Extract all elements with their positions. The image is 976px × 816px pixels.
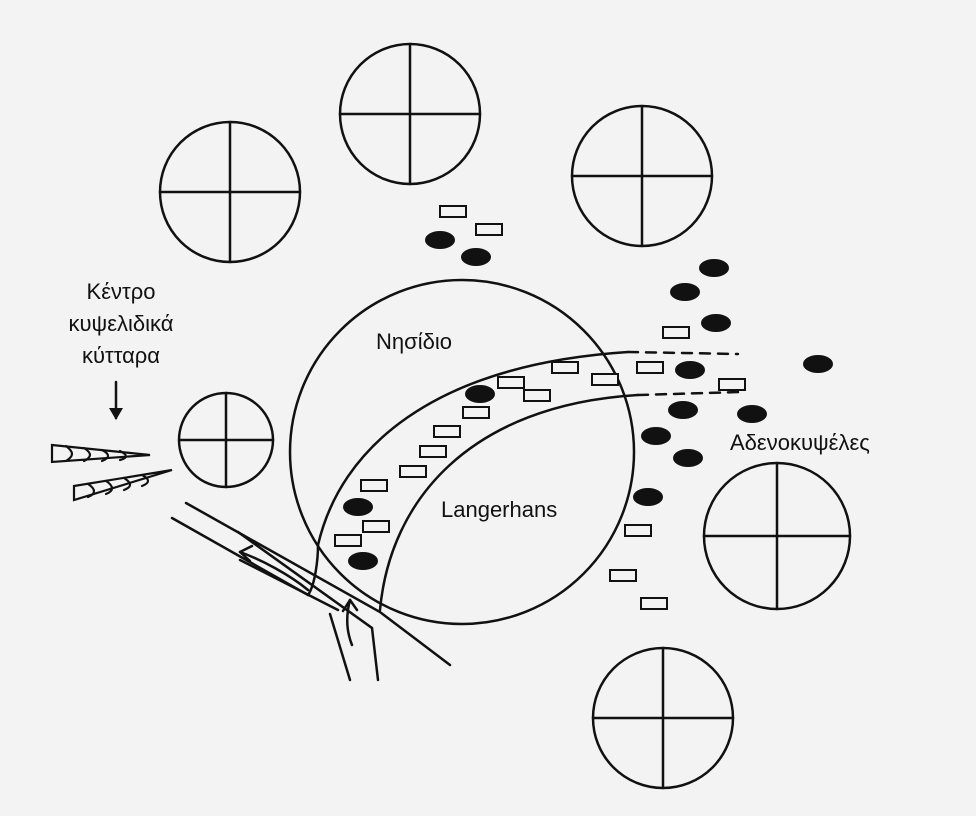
acinus-top-right (570, 104, 714, 248)
vessel-dashed-lower (636, 390, 742, 397)
dark-granules (343, 231, 833, 570)
duct (170, 501, 452, 682)
acinus-left-small (177, 391, 275, 489)
acinus-top-center (338, 42, 482, 186)
light-granules (334, 205, 746, 610)
acinus-top-left (158, 120, 302, 264)
islet-label-top: Νησίδιο (376, 329, 452, 354)
acinus-right (702, 461, 852, 611)
centroacinar-label-line-1: Κέντρο (86, 279, 156, 304)
centroacinar-cells (50, 443, 173, 502)
islet-circle (288, 278, 636, 626)
vessel-dashed-upper (626, 350, 740, 356)
centroacinar-label-line-2: κυψελιδικά (68, 310, 174, 336)
flow-arrow-left (238, 544, 310, 592)
flow-arrow-up (341, 598, 359, 647)
acinus-bottom (591, 646, 735, 790)
vessel-lower-curve (378, 393, 640, 612)
islet-label-bottom: Langerhans (441, 497, 558, 522)
centroacinar-label: Κέντρο κυψελιδικά κύτταρα (62, 276, 180, 372)
acini-label: Αδενοκυψέλες (730, 430, 870, 455)
centroacinar-label-line-3: κύτταρα (81, 342, 161, 368)
centroacinar-pointer-arrow (109, 380, 123, 420)
